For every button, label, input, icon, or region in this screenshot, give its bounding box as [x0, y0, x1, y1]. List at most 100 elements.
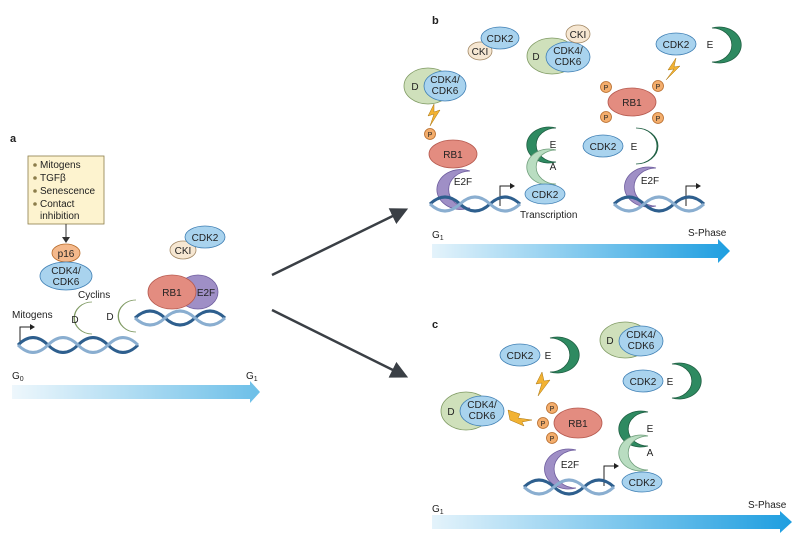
svg-text:D: D [71, 315, 78, 326]
svg-text:P: P [550, 406, 555, 413]
panel-c: D CDK4/ CDK6 CDK2 E CDK2 E D CDK4/ CDK6 … [432, 321, 792, 533]
svg-text:D: D [447, 407, 454, 418]
bolt-c1 [535, 371, 551, 397]
svg-text:CDK2: CDK2 [192, 233, 219, 244]
svg-text:D: D [411, 82, 418, 93]
timeline-b-end: S-Phase [688, 228, 727, 239]
timeline-c-end: S-Phase [748, 500, 787, 511]
svg-text:P: P [656, 84, 661, 91]
cdk46-protein-b1 [545, 41, 591, 73]
cki-protein-b1 [467, 41, 493, 61]
panel-label-c: c [432, 319, 438, 331]
timeline-a-arrow [12, 381, 260, 403]
svg-text:D: D [606, 336, 613, 347]
cdk2-protein-c1 [622, 369, 664, 393]
svg-text:P: P [428, 132, 433, 139]
svg-text:CDK2: CDK2 [630, 377, 657, 388]
svg-text:E: E [545, 351, 552, 362]
svg-text:CDK4/: CDK4/ [430, 75, 460, 86]
timeline-c-arrow [432, 511, 792, 533]
cyclin-e-c2 [549, 336, 580, 374]
cdk2-protein-b3 [655, 32, 697, 56]
svg-text:E2F: E2F [561, 460, 579, 471]
cyclin-e-c3 [618, 410, 649, 448]
cdk46-protein-c2 [459, 395, 505, 427]
cdk2-protein-b4 [582, 134, 624, 158]
cyclin-d-a2 [117, 299, 137, 333]
svg-text:RB1: RB1 [162, 288, 182, 299]
svg-text:A: A [550, 162, 557, 173]
stress-item-mitogens: Mitogens [40, 160, 81, 171]
svg-text:CDK6: CDK6 [628, 341, 655, 352]
cki-protein-a [169, 240, 197, 260]
svg-text:CDK2: CDK2 [590, 142, 617, 153]
bolt-b1 [427, 103, 441, 127]
svg-text:D: D [106, 312, 113, 323]
cyclins-label: Cyclins [78, 290, 110, 301]
dna-helix-a2 [133, 309, 227, 327]
svg-text:P: P [604, 115, 609, 122]
bolt-c2 [507, 409, 533, 427]
stress-item-tgfb: TGFβ [40, 173, 66, 184]
svg-text:E: E [667, 377, 674, 388]
phospho-b4 [600, 111, 612, 123]
svg-text:RB1: RB1 [622, 98, 642, 109]
svg-text:CDK2: CDK2 [629, 478, 656, 489]
phospho-b5 [652, 112, 664, 124]
svg-text:CDK2: CDK2 [487, 34, 514, 45]
stress-item-inhibition: inhibition [40, 211, 79, 222]
svg-text:E: E [647, 424, 654, 435]
stress-item-contact: Contact [40, 199, 75, 210]
e2f-protein-c1 [544, 448, 577, 490]
dna-helix-a1 [16, 336, 140, 354]
transcription-label: Transcription [520, 210, 577, 221]
dna-helix-b1 [428, 195, 522, 213]
panel-b: CKI CDK2 D CDK4/ CDK6 CKI D CDK4/ CDK6 P… [403, 24, 742, 263]
svg-text:CDK6: CDK6 [432, 86, 459, 97]
phospho-b2 [600, 81, 612, 93]
svg-text:CDK4/: CDK4/ [467, 400, 497, 411]
svg-text:P: P [550, 436, 555, 443]
timeline-c-start: G1 [432, 504, 444, 516]
mitogens-label: Mitogens [12, 310, 53, 321]
svg-text:E2F: E2F [197, 288, 215, 299]
stress-item-senescence: Senescence [40, 186, 95, 197]
arrow-a-to-b [271, 208, 409, 277]
phospho-b1 [424, 128, 436, 140]
stress-box [27, 155, 105, 225]
panel-a: Mitogens TGFβ Senescence Contact inhibit… [12, 155, 260, 403]
p16-label: p16 [58, 249, 75, 260]
phospho-c2 [537, 417, 549, 429]
svg-text:D: D [532, 52, 539, 63]
svg-text:CDK6: CDK6 [555, 57, 582, 68]
svg-text:RB1: RB1 [568, 419, 588, 430]
phospho-c3 [546, 432, 558, 444]
cdk2-protein-c3 [621, 471, 663, 493]
timeline-b-arrow [432, 239, 730, 263]
svg-text:E: E [707, 40, 714, 51]
cdk46-protein [39, 261, 93, 291]
svg-text:P: P [656, 116, 661, 123]
bolt-b2 [665, 57, 681, 81]
svg-text:P: P [541, 421, 546, 428]
cyclin-a-c1 [618, 434, 649, 472]
svg-text:RB1: RB1 [443, 150, 463, 161]
timeline-a-start: G0 [12, 371, 24, 383]
cyclin-e-b3 [635, 127, 659, 165]
svg-text:CDK2: CDK2 [507, 351, 534, 362]
rb1-protein-a [147, 274, 197, 310]
timeline-b-start: G1 [432, 230, 444, 242]
svg-text:E2F: E2F [641, 176, 659, 187]
svg-text:CDK2: CDK2 [532, 190, 559, 201]
svg-text:E2F: E2F [454, 177, 472, 188]
svg-text:CDK4/: CDK4/ [626, 330, 656, 341]
phospho-b3 [652, 80, 664, 92]
cdk46-protein-c1 [618, 325, 664, 357]
cyclin-e-c1 [671, 362, 702, 400]
svg-text:CDK6: CDK6 [469, 411, 496, 422]
cdk2-protein-b2 [524, 183, 566, 205]
phospho-c1 [546, 402, 558, 414]
panel-label-a: a [10, 133, 17, 145]
rb1-protein-b1 [428, 139, 478, 169]
